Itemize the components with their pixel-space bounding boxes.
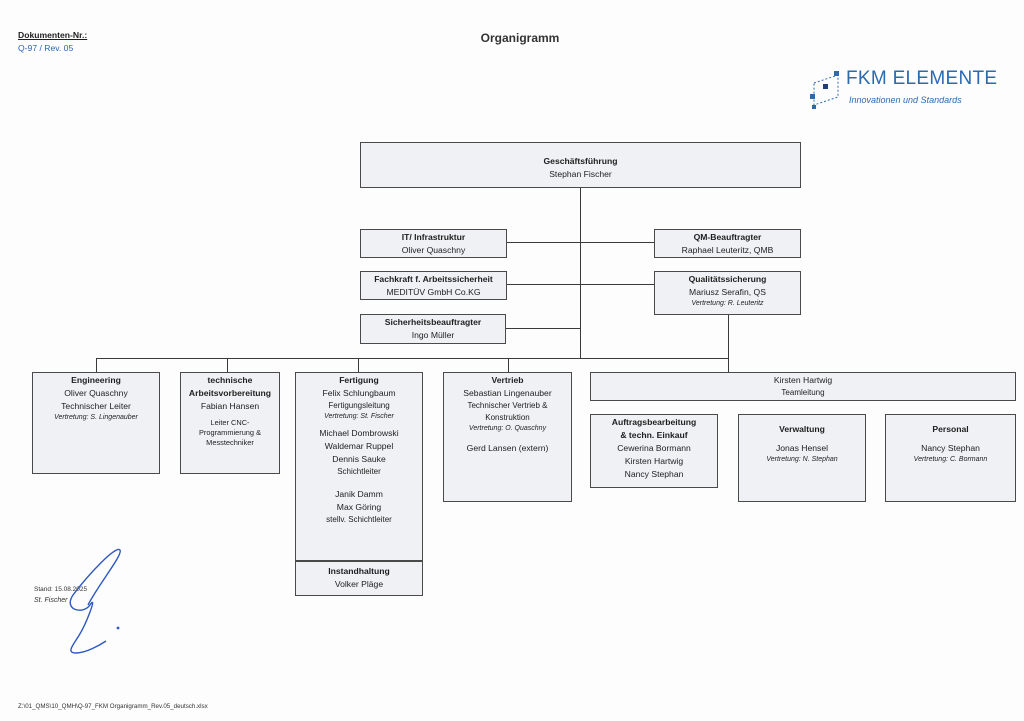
gf-name: Stephan Fischer	[549, 168, 612, 179]
vertrieb-title: Vertrieb	[491, 375, 524, 385]
engineering-name: Oliver Quaschny	[64, 387, 128, 398]
engineering-title: Engineering	[71, 375, 121, 385]
stand-date: Stand: 15.08.2025	[34, 586, 88, 593]
auftrag-name-2: Kirsten Hartwig	[624, 455, 684, 466]
personal-title: Personal	[932, 424, 969, 434]
vertrieb-name: Sebastian Lingenauber	[463, 387, 552, 398]
verwaltung-title: Verwaltung	[779, 424, 825, 434]
qs-deputy: Vertretung: R. Leuteritz	[691, 299, 764, 307]
fertigung-deputy-shift-1: Janik Damm	[335, 488, 383, 499]
fertigung-title: Fertigung	[339, 375, 379, 385]
personal-name: Nancy Stephan	[921, 442, 980, 453]
qmb-title: QM-Beauftragter	[693, 232, 762, 242]
signature-icon	[69, 548, 121, 654]
signer-name: St. Fischer	[34, 597, 68, 604]
engineering-role: Technischer Leiter	[61, 400, 131, 411]
fasi-name: MEDITÜV GmbH Co.KG	[386, 286, 481, 297]
av-role-2: Programmierung &	[198, 428, 262, 438]
fertigung-shift-1: Michael Dombrowski	[319, 428, 399, 439]
personal-deputy: Vertretung: C. Bormann	[913, 455, 988, 463]
vertrieb-deputy: Vertretung: O. Quaschny	[468, 424, 547, 432]
av-title-1: technische	[207, 375, 253, 385]
box-qualitaetssicherung: Qualitätssicherung Mariusz Serafin, QS V…	[654, 271, 801, 315]
logo-name: FKM ELEMENTE	[846, 68, 998, 89]
verwaltung-deputy: Vertretung: N. Stephan	[766, 455, 838, 463]
box-geschaeftsfuehrung: Geschäftsführung Stephan Fischer	[360, 142, 801, 188]
box-auftragsbearbeitung: Auftragsbearbeitung & techn. Einkauf Cew…	[590, 414, 718, 488]
engineering-deputy: Vertretung: S. Lingenauber	[54, 413, 138, 421]
fertigung-deputy: Vertretung: St. Fischer	[324, 412, 394, 420]
fertigung-shift-3: Dennis Sauke	[332, 454, 386, 465]
vertrieb-role-1: Technischer Vertrieb &	[467, 400, 548, 410]
av-title-2: Arbeitsvorbereitung	[188, 387, 272, 398]
box-teamleitung: Kirsten Hartwig Teamleitung	[590, 372, 1016, 401]
fertigung-deputy-shift-role: stellv. Schichtleiter	[326, 514, 392, 524]
page-title: Organigramm	[480, 31, 560, 45]
fertigung-shift-role: Schichtleiter	[337, 466, 381, 476]
fertigung-name: Felix Schlungbaum	[322, 387, 396, 398]
logo-tagline: Innovationen und Standards	[849, 95, 962, 105]
instandhaltung-title: Instandhaltung	[328, 566, 390, 576]
document-number-label: Dokumenten-Nr.:	[18, 30, 88, 40]
vertrieb-role-2: Konstruktion	[485, 412, 530, 422]
box-arbeitsvorbereitung: technische Arbeitsvorbereitung Fabian Ha…	[180, 372, 280, 474]
qmb-name: Raphael Leuteritz, QMB	[681, 244, 774, 255]
box-vertrieb: Vertrieb Sebastian Lingenauber Technisch…	[443, 372, 572, 502]
box-it-infrastruktur: IT/ Infrastruktur Oliver Quaschny	[360, 229, 507, 258]
file-path: Z:\01_QMS\10_QMH\Q-97_FKM Organigramm_Re…	[18, 703, 208, 710]
av-role-1: Leiter CNC-	[210, 417, 250, 427]
auftrag-name-3: Nancy Stephan	[624, 468, 684, 479]
fertigung-deputy-shift-2: Max Göring	[336, 501, 382, 512]
box-fachkraft-arbeitssicherheit: Fachkraft f. Arbeitssicherheit MEDITÜV G…	[360, 271, 507, 300]
qs-title: Qualitätssicherung	[688, 274, 767, 284]
team-role: Teamleitung	[781, 387, 825, 397]
gf-title: Geschäftsführung	[543, 156, 618, 166]
box-engineering: Engineering Oliver Quaschny Technischer …	[32, 372, 160, 474]
it-name: Oliver Quaschny	[401, 244, 466, 255]
fasi-title: Fachkraft f. Arbeitssicherheit	[374, 274, 493, 284]
sibe-name: Ingo Müller	[411, 329, 455, 340]
box-verwaltung: Verwaltung Jonas Hensel Vertretung: N. S…	[738, 414, 866, 502]
box-fertigung: Fertigung Felix Schlungbaum Fertigungsle…	[295, 372, 423, 561]
team-name: Kirsten Hartwig	[773, 375, 833, 385]
sibe-title: Sicherheitsbeauftragter	[384, 317, 482, 327]
auftrag-name-1: Cewerina Bormann	[617, 442, 691, 453]
auftrag-title-2: & techn. Einkauf	[620, 429, 688, 440]
box-qm-beauftragter: QM-Beauftragter Raphael Leuteritz, QMB	[654, 229, 801, 258]
av-name: Fabian Hansen	[200, 400, 260, 411]
av-role-3: Messtechniker	[206, 438, 254, 448]
qs-name: Mariusz Serafin, QS	[689, 286, 766, 297]
logo-mark-icon	[810, 71, 839, 109]
vertrieb-extra: Gerd Lansen (extern)	[466, 443, 549, 454]
box-personal: Personal Nancy Stephan Vertretung: C. Bo…	[885, 414, 1016, 502]
document-number-value: Q-97 / Rev. 05	[18, 43, 74, 53]
it-title: IT/ Infrastruktur	[401, 232, 466, 242]
auftrag-title-1: Auftragsbearbeitung	[611, 417, 697, 427]
box-sicherheitsbeauftragter: Sicherheitsbeauftragter Ingo Müller	[360, 314, 506, 344]
fertigung-shift-2: Waldemar Ruppel	[324, 441, 394, 452]
box-instandhaltung: Instandhaltung Volker Pläge	[295, 561, 423, 596]
verwaltung-name: Jonas Hensel	[775, 442, 829, 453]
instandhaltung-name: Volker Pläge	[334, 578, 384, 589]
fertigung-role: Fertigungsleitung	[328, 400, 390, 410]
